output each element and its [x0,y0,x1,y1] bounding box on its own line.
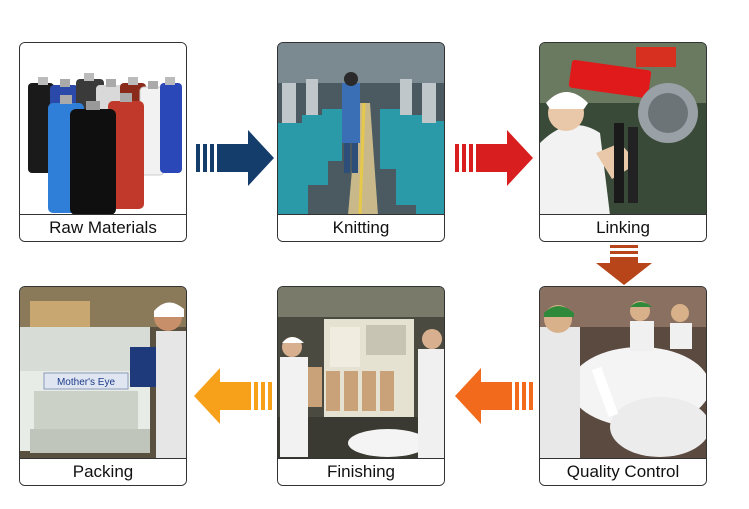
step-label: Linking [540,214,706,241]
step-card-quality-control: Quality Control [539,286,707,486]
step-label: Finishing [278,458,444,485]
step-label: Quality Control [540,458,706,485]
step-card-knitting: Knitting [277,42,445,242]
step-card-finishing: Finishing [277,286,445,486]
packing-machine-photo: Mother's Eye [20,287,186,459]
step-label: Raw Materials [20,214,186,241]
arrow-left-icon [194,368,272,424]
packing-machine-sign: Mother's Eye [57,377,115,388]
step-card-linking: Linking [539,42,707,242]
finishing-machine-photo [278,287,444,459]
arrow-right-icon [196,130,274,186]
step-label: Packing [20,458,186,485]
step-label: Knitting [278,214,444,241]
linking-machine-photo [540,43,706,215]
knitting-machines-photo [278,43,444,215]
step-card-packing: Mother's Eye Packing [19,286,187,486]
arrow-down-icon [596,245,652,285]
arrow-left-icon [455,368,533,424]
quality-control-photo [540,287,706,459]
arrow-right-icon [455,130,533,186]
yarn-cones-photo [20,43,186,215]
step-card-raw-materials: Raw Materials [19,42,187,242]
